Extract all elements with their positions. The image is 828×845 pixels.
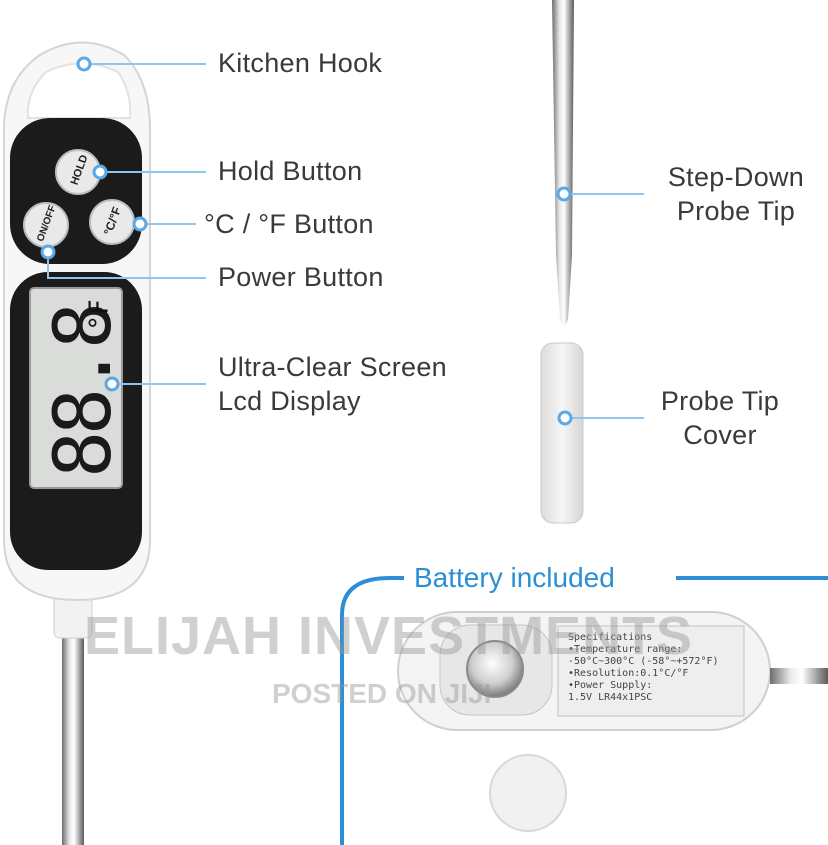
kitchen-hook-label: Kitchen Hook xyxy=(218,48,383,78)
probe-shaft xyxy=(62,630,84,845)
spec-line-6: 1.5V LR44x1PSC xyxy=(568,692,653,703)
probe-tip-cover xyxy=(540,342,584,524)
probe-tip-label-line2: Probe Tip xyxy=(676,196,796,226)
spec-line-3: -50°C~300°C (-58°~+572°F) xyxy=(568,656,719,667)
battery-included-title: Battery included xyxy=(408,560,621,596)
probe-tip-label-line1: Step-Down xyxy=(667,162,805,192)
step-down-probe-tip xyxy=(552,0,574,328)
callout-dots xyxy=(40,56,573,426)
spec-line-2: •Temperature range: xyxy=(568,644,683,655)
cover-label-line2: Cover xyxy=(683,420,757,450)
lcd-screen xyxy=(29,287,123,489)
spec-line-5: •Power Supply: xyxy=(568,680,653,691)
watermark-sub: POSTED ON JIJI xyxy=(272,678,492,709)
power-button-label: Power Button xyxy=(218,262,384,292)
battery-frame xyxy=(340,576,828,845)
lcd-unit: °F xyxy=(84,299,115,331)
screen-label-line2: Lcd Display xyxy=(218,386,361,416)
device-back-view xyxy=(397,611,828,832)
spec-line-4: •Resolution:0.1°C/°F xyxy=(568,668,689,679)
unit-button-label: °C / °F Button xyxy=(204,209,374,239)
cover-label-line1: Probe Tip xyxy=(660,386,780,416)
watermark-main: ELIJAH INVESTMENTS xyxy=(84,606,694,666)
hold-button-label: Hold Button xyxy=(218,156,363,186)
callout-lines xyxy=(47,63,644,419)
spec-line-1: Specifications xyxy=(568,632,653,643)
screen-label-line1: Ultra-Clear Screen xyxy=(218,352,447,382)
battery-cover-disc xyxy=(489,754,567,832)
